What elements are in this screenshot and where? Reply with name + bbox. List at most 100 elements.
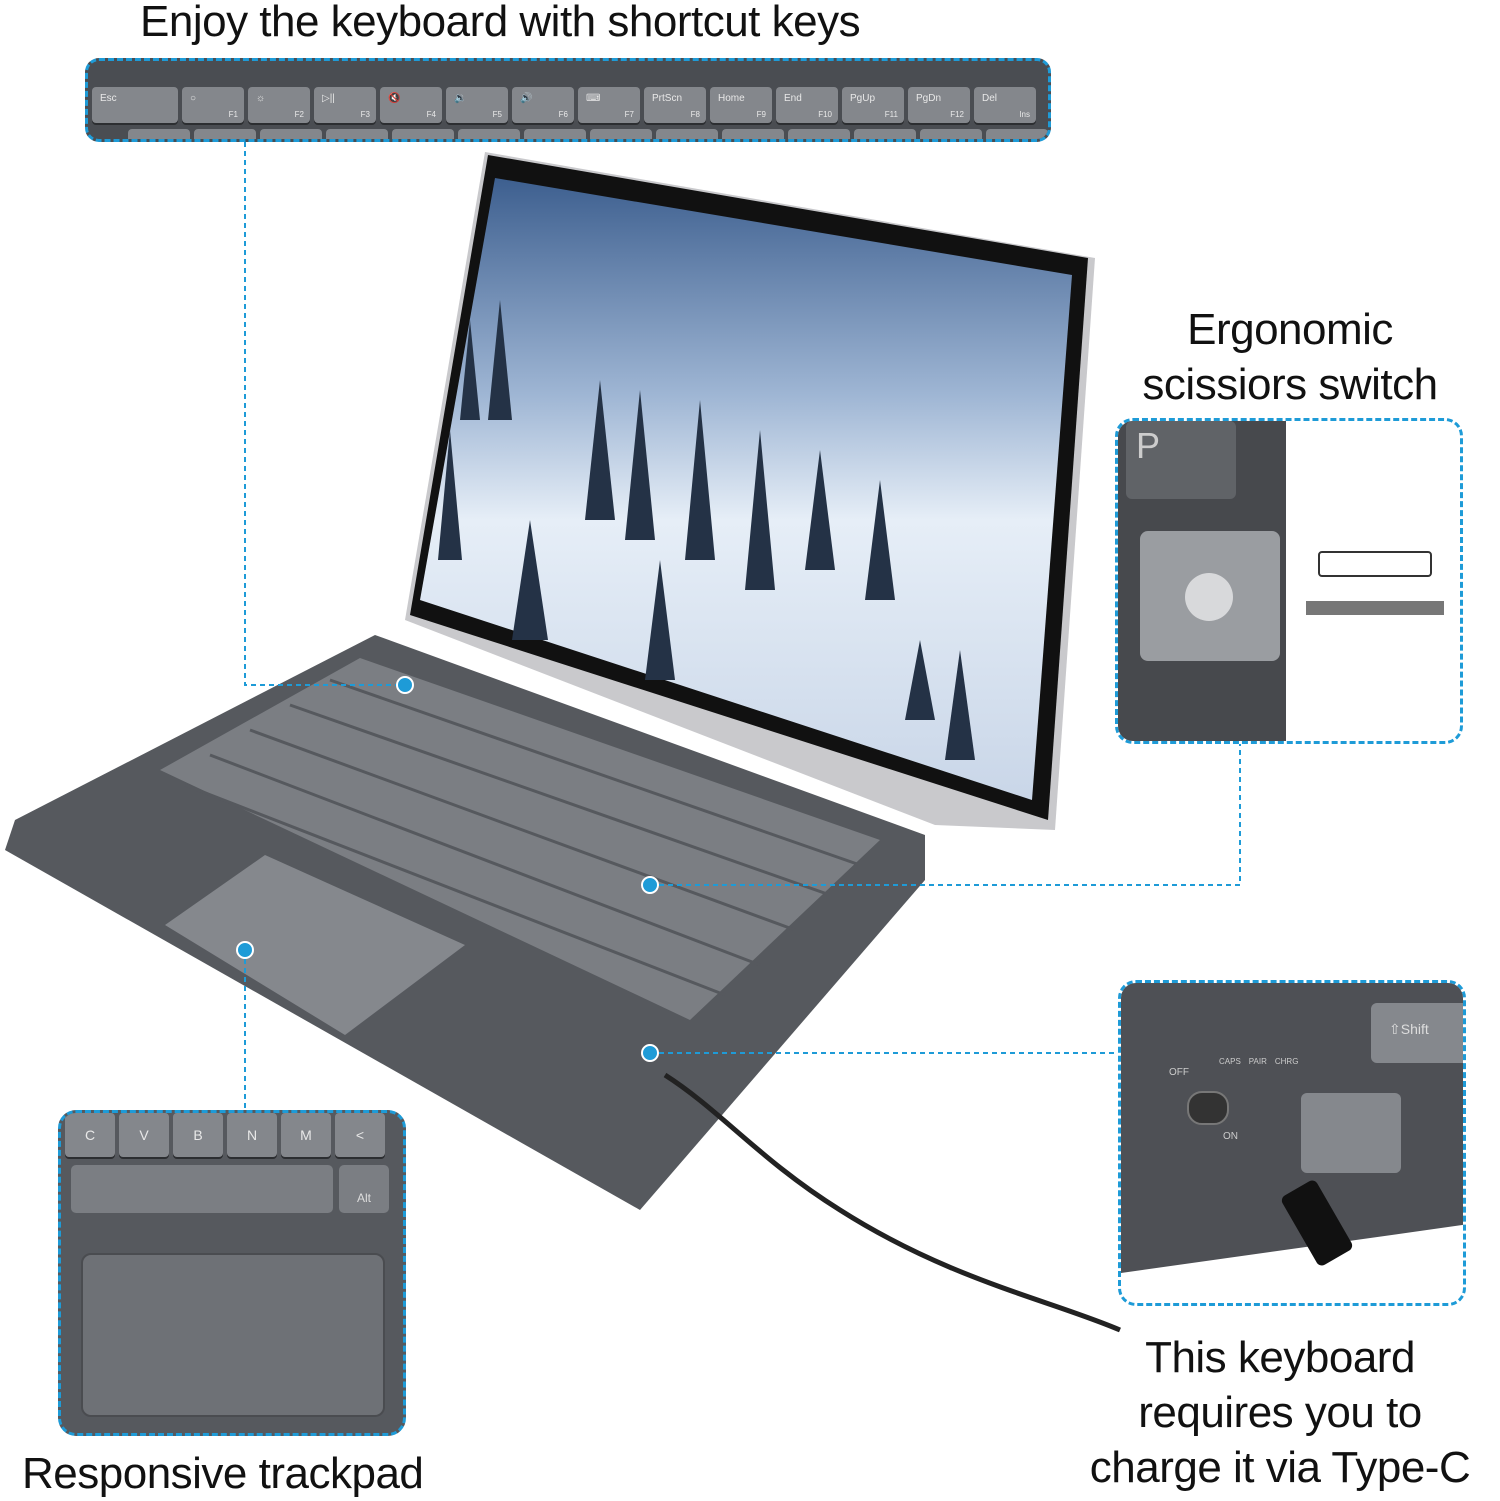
function-key: ⌨ F7	[578, 87, 640, 123]
ergonomic-line1: Ergonomic	[1187, 305, 1393, 354]
key-fn-label: F10	[818, 110, 832, 119]
alt-key: Alt	[339, 1165, 389, 1213]
key-fn-label: F8	[690, 110, 700, 119]
trackpad-surface	[81, 1253, 385, 1417]
shift-key: ⇧Shift	[1371, 1003, 1463, 1063]
ergonomic-line2: scissiors switch	[1142, 360, 1438, 409]
ergonomic-caption: Ergonomic scissiors switch	[1120, 302, 1460, 412]
off-label: OFF	[1169, 1067, 1189, 1078]
scissor-diagram	[1306, 601, 1444, 615]
function-key: 🔇 F4	[380, 87, 442, 123]
key	[788, 129, 850, 139]
function-key: 🔉 F5	[446, 87, 508, 123]
scissor-switch-inset: P	[1115, 418, 1463, 744]
callout-dot-scissor	[641, 876, 659, 894]
key-symbol: Esc	[100, 93, 117, 104]
letter-key: M	[281, 1113, 331, 1157]
key-fn-label: F12	[950, 110, 964, 119]
callout-lines	[244, 142, 1241, 1110]
led-label: CHRG	[1274, 1057, 1299, 1066]
led-label: CAPS	[1219, 1057, 1241, 1066]
callout-dot-fn-keys	[396, 676, 414, 694]
key	[458, 129, 520, 139]
letter-key: B	[173, 1113, 223, 1157]
key-symbol: Home	[718, 93, 745, 104]
letter-key: C	[65, 1113, 115, 1157]
function-key: ○ F1	[182, 87, 244, 123]
scissor-mechanism	[1140, 531, 1280, 661]
function-key: ☼ F2	[248, 87, 310, 123]
key	[986, 129, 1048, 139]
key-symbol: End	[784, 93, 802, 104]
key-fn-label: F2	[294, 110, 304, 119]
arrow-key	[1301, 1093, 1401, 1173]
key-symbol: 🔉	[454, 93, 467, 104]
key-symbol: PrtScn	[652, 93, 683, 104]
callout-dot-trackpad	[236, 941, 254, 959]
key-symbol: 🔇	[388, 93, 401, 104]
pine-trees	[438, 300, 975, 760]
key-fn-label: F7	[624, 110, 634, 119]
letter-key: <	[335, 1113, 385, 1157]
key-fn-label: F3	[360, 110, 370, 119]
key-fn-label: F4	[426, 110, 436, 119]
charge-line1: This keyboard	[1145, 1333, 1415, 1382]
key	[128, 129, 190, 139]
key-fn-label: F11	[884, 110, 898, 119]
key-symbol: ▷||	[322, 93, 335, 104]
key-symbol: 🔊	[520, 93, 533, 104]
function-key: ▷|| F3	[314, 87, 376, 123]
charge-line3: charge it via Type-C	[1089, 1443, 1471, 1492]
tablet-screen	[420, 178, 1072, 800]
key-fn-label: F5	[492, 110, 502, 119]
key-symbol: PgUp	[850, 93, 876, 104]
key-fn-label: F1	[228, 110, 238, 119]
key	[260, 129, 322, 139]
key	[656, 129, 718, 139]
key	[524, 129, 586, 139]
key	[392, 129, 454, 139]
key	[854, 129, 916, 139]
letter-key: V	[119, 1113, 169, 1157]
power-switch[interactable]	[1187, 1091, 1229, 1125]
key-fn-label: F6	[558, 110, 568, 119]
trackpad	[165, 855, 465, 1035]
trackpad-caption: Responsive trackpad	[22, 1449, 424, 1498]
key-symbol: ⌨	[586, 93, 601, 104]
key	[920, 129, 982, 139]
shortcut-keys-caption: Enjoy the keyboard with shortcut keys	[140, 0, 861, 46]
led-label: PAIR	[1248, 1057, 1267, 1066]
charge-caption: This keyboard requires you to charge it …	[1060, 1330, 1500, 1495]
key-fn-label: F9	[756, 110, 766, 119]
usb-c-cable	[663, 1072, 1121, 1333]
letter-key: N	[227, 1113, 277, 1157]
key-symbol: ○	[190, 93, 197, 104]
function-key: 🔊 F6	[512, 87, 574, 123]
spacebar	[71, 1165, 333, 1213]
key-fn-label: Ins	[1019, 110, 1030, 119]
p-key: P	[1126, 421, 1236, 499]
key-symbol: ☼	[256, 93, 266, 104]
charge-line2: requires you to	[1138, 1388, 1422, 1437]
key	[194, 129, 256, 139]
key-grid-lines	[184, 678, 861, 997]
keyboard-keys-area	[160, 658, 880, 1020]
key-symbol: PgDn	[916, 93, 942, 104]
key	[722, 129, 784, 139]
key	[590, 129, 652, 139]
function-key: Esc	[92, 87, 178, 123]
key-symbol: Del	[982, 93, 998, 104]
callout-dot-switch	[641, 1044, 659, 1062]
key	[326, 129, 388, 139]
power-switch-inset: ⇧Shift OFF ON CAPS PAIR CHRG	[1118, 980, 1466, 1306]
on-label: ON	[1223, 1131, 1238, 1142]
